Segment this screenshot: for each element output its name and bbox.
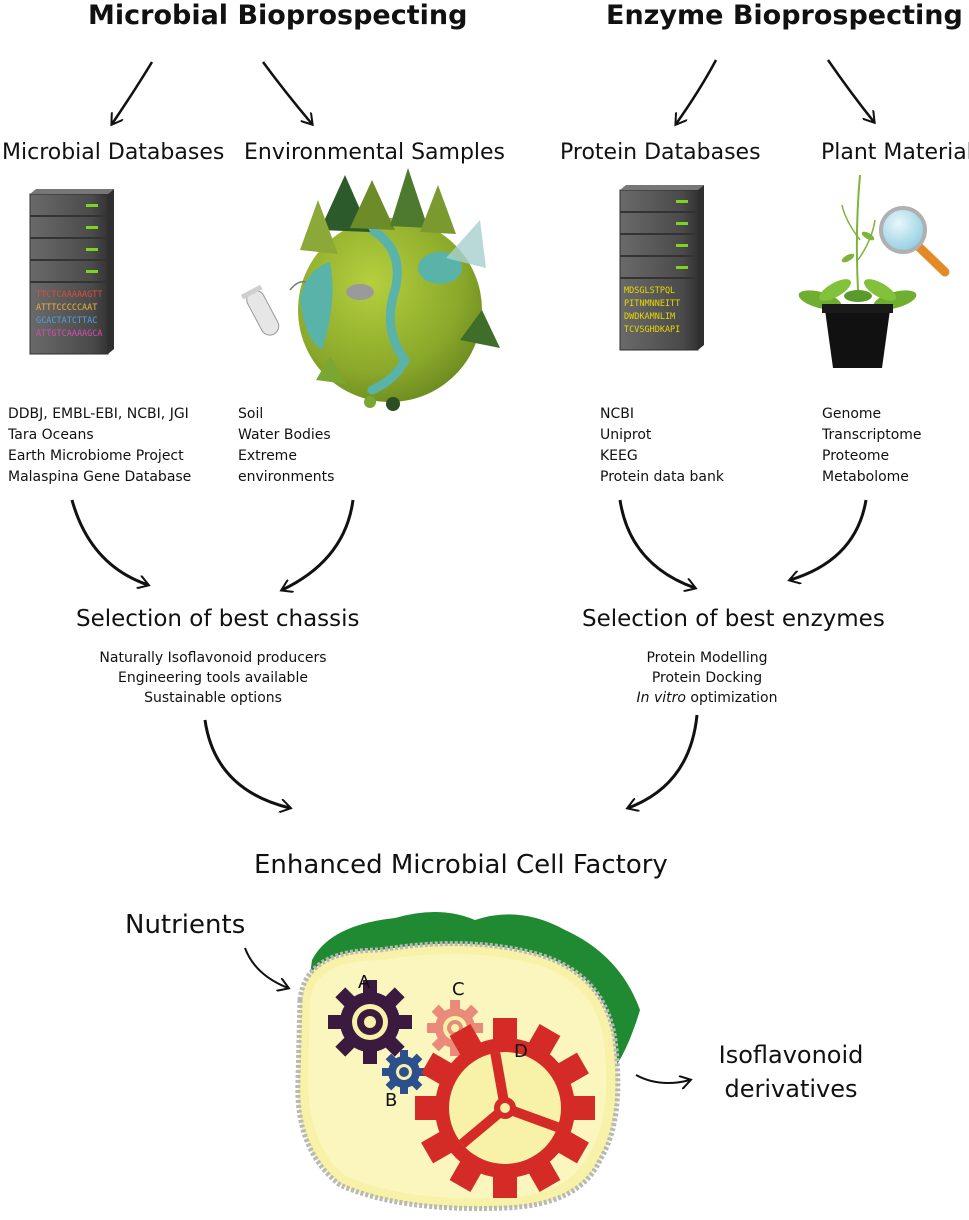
list-enzyme-criteria: Protein Modelling Protein Docking In vit…	[582, 648, 832, 708]
title-enzyme-bioprospecting: Enzyme Bioprospecting	[606, 0, 963, 31]
list-item: KEEG	[600, 448, 638, 464]
gear-c-label: C	[452, 979, 465, 1000]
list-item: NCBI	[600, 406, 634, 422]
gear-d-icon	[415, 1018, 595, 1198]
list-chassis-criteria: Naturally Isoflavonoid producers Enginee…	[78, 648, 348, 708]
label-nutrients: Nutrients	[125, 910, 246, 940]
arrow-plant-to-enzymes	[790, 499, 868, 580]
gear-d-label: D	[514, 1041, 528, 1062]
list-item: Earth Microbiome Project	[8, 448, 184, 464]
protein-line-2: PITNMNNEITT	[624, 299, 680, 309]
arrow-microbial-left	[112, 61, 154, 124]
protein-line-3: DWDKAMNLIM	[624, 312, 675, 322]
list-item: Protein data bank	[600, 469, 724, 485]
plant-icon	[798, 174, 917, 368]
arrow-enzyme-right	[826, 59, 874, 122]
list-item: Engineering tools available	[118, 670, 308, 686]
list-item: Extreme	[238, 448, 297, 464]
arrow-microbial-right	[261, 61, 312, 124]
list-item: Genome	[822, 406, 882, 422]
list-item: DDBJ, EMBL-EBI, NCBI, JGI	[8, 406, 189, 422]
list-item: Uniprot	[600, 427, 652, 443]
list-item: Transcriptome	[822, 427, 922, 443]
arrow-output	[635, 1074, 690, 1083]
heading-selection-chassis: Selection of best chassis	[76, 606, 360, 632]
in-vitro-italic: In vitro	[636, 690, 686, 706]
gear-a-label: A	[358, 972, 371, 993]
arrow-environment-to-chassis	[282, 499, 355, 590]
arrow-enzyme-left	[676, 59, 718, 124]
list-item: environments	[238, 469, 335, 485]
heading-plant-material: Plant Material	[821, 140, 969, 165]
label-isoflavonoid-derivatives: Isoflavonoid derivatives	[706, 1038, 876, 1106]
list-microbial-databases: DDBJ, EMBL-EBI, NCBI, JGI Tara Oceans Ea…	[8, 404, 191, 488]
arrow-microbial-db-to-chassis	[70, 499, 148, 585]
list-item: Tara Oceans	[8, 427, 94, 443]
arrow-chassis-to-factory	[203, 719, 290, 808]
output-line-2: derivatives	[724, 1075, 858, 1103]
protein-line-4: TCVSGHDKAPI	[624, 325, 680, 335]
list-item: In vitro optimization	[582, 688, 832, 708]
gear-b-label: B	[385, 1090, 397, 1111]
arrow-enzymes-to-factory	[628, 714, 699, 808]
list-item: Protein Docking	[651, 670, 763, 686]
protein-server-icon: MDSGLSTPQL PITNMNNEITT DWDKAMNLIM TCVSGH…	[619, 185, 704, 351]
list-item: Soil	[238, 406, 264, 422]
list-item: Proteome	[822, 448, 890, 464]
heading-protein-databases: Protein Databases	[560, 140, 761, 165]
dna-line-4: ATTGTCAAAAGCA	[36, 329, 103, 339]
globe-icon	[240, 168, 500, 411]
list-item: Protein Modelling	[646, 650, 768, 666]
list-item: Malaspina Gene Database	[8, 469, 192, 485]
heading-selection-enzymes: Selection of best enzymes	[582, 606, 885, 632]
list-item: Water Bodies	[238, 427, 331, 443]
list-item: Naturally Isoflavonoid producers	[99, 650, 327, 666]
heading-environmental-samples: Environmental Samples	[244, 140, 506, 165]
list-plant-material: Genome Transcriptome Proteome Metabolome	[822, 404, 922, 488]
arrow-nutrients-in	[244, 947, 288, 988]
dna-line-1: TTCTCAAAAAGTT	[36, 290, 103, 300]
protein-line-1: MDSGLSTPQL	[624, 286, 675, 296]
gear-b-icon	[382, 1050, 426, 1094]
heading-microbial-databases: Microbial Databases	[2, 140, 225, 165]
arrow-protein-db-to-enzymes	[618, 499, 695, 588]
heading-cell-factory: Enhanced Microbial Cell Factory	[254, 850, 668, 880]
list-item: Metabolome	[822, 469, 909, 485]
output-line-1: Isoflavonoid	[718, 1041, 864, 1069]
dna-line-3: GCACTATCTTAC	[36, 316, 97, 326]
title-microbial-bioprospecting: Microbial Bioprospecting	[88, 0, 468, 31]
microbial-server-icon: TTCTCAAAAAGTT ATTTCCCCCAAT GCACTATCTTAC …	[29, 189, 114, 355]
list-protein-databases: NCBI Uniprot KEEG Protein data bank	[600, 404, 724, 488]
magnifier-icon	[879, 206, 950, 277]
dna-line-2: ATTTCCCCCAAT	[36, 303, 97, 313]
list-item: Sustainable options	[144, 690, 282, 706]
list-environmental-samples: Soil Water Bodies Extreme environments	[238, 404, 334, 488]
optimization-text: optimization	[685, 690, 778, 706]
